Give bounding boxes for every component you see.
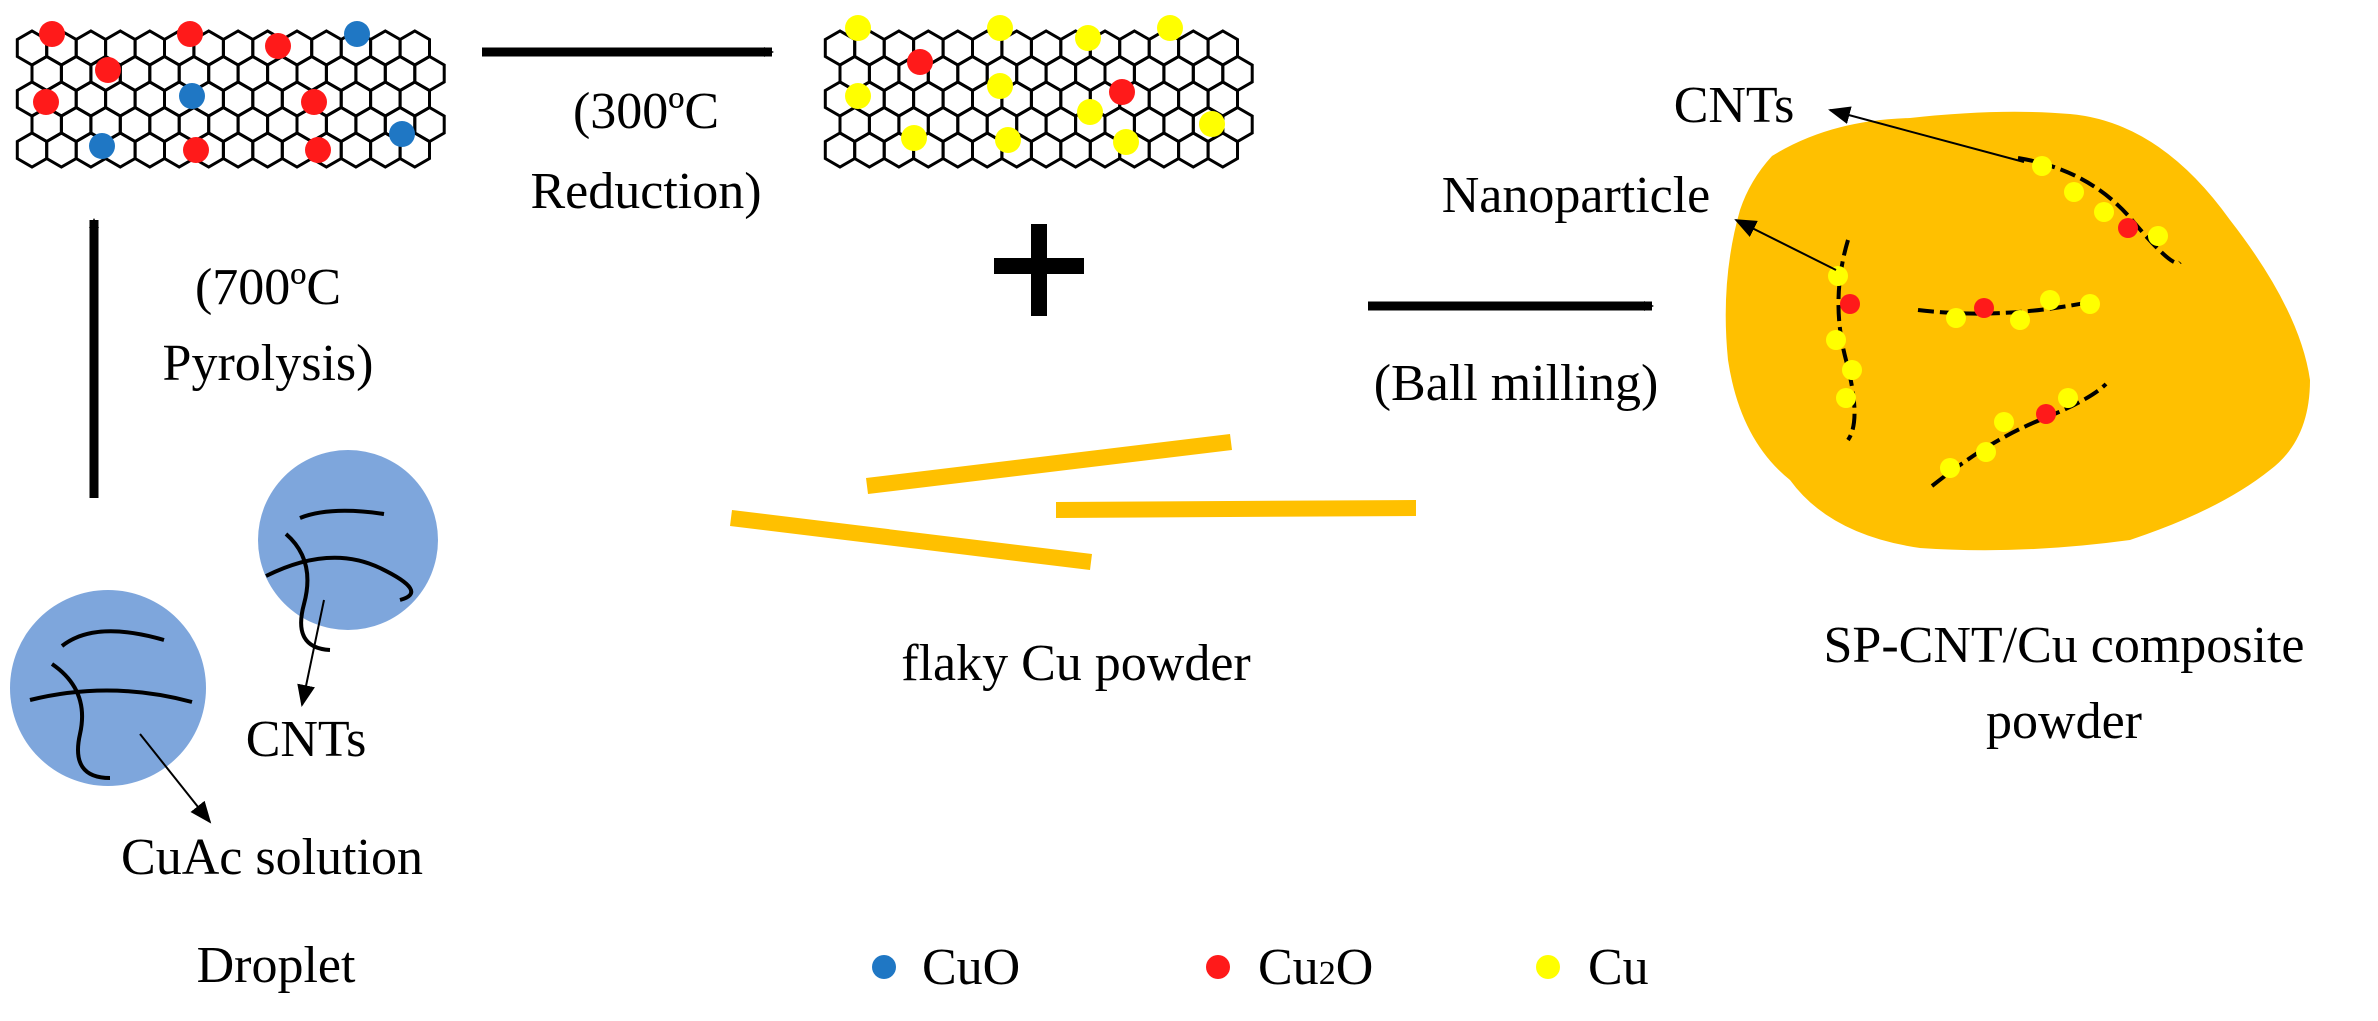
nanoparticle-label: Nanoparticle [1441,167,1711,224]
cu2o-particle [2036,404,2056,424]
particles-right-sheet [845,15,1225,155]
cuo-particle [389,121,415,147]
hexagon-cell [15,131,49,169]
legend-cu2o-label: Cu2O [1258,942,1373,994]
hexagon-cell [853,131,886,169]
composite-title-line2: powder [1986,693,2142,750]
cu-particle [1075,25,1101,51]
cu-particle [995,127,1021,153]
legend-cu2o-suffix: O [1335,939,1374,996]
hexagon-cell [45,131,78,169]
cu2o-particle [907,49,933,75]
cu-particle [2058,388,2078,408]
hexagon-cell [221,131,255,169]
cu2o-particle [265,33,291,59]
pointer-composite-cnts [1828,106,2025,163]
graphene-sheet-right [823,29,1254,169]
droplet-small [258,450,438,652]
cu-particle [845,15,871,41]
cu-particle [987,73,1013,99]
composite-title-line1: SP-CNT/Cu composite [1823,617,2305,674]
cu2o-particle [183,137,209,163]
droplet-large [10,590,206,786]
cu-particle [2010,310,2030,330]
cu2o-particle [1109,79,1135,105]
hexagon-cell [1029,131,1063,169]
flaky-cu-powder [730,434,1416,570]
particles-left-sheet [33,21,415,163]
cu2o-particle [33,89,59,115]
cu-particle [1994,412,2014,432]
cu-particle [2040,290,2060,310]
ball-milling-label: (Ball milling) [1373,355,1659,412]
cu2o-particle [2118,218,2138,238]
hexagon-cell [1206,131,1239,169]
cu-particle [2064,182,2084,202]
cu2o-particle [95,57,121,83]
cu-particle [1940,458,1960,478]
composite-particles [1826,156,2168,478]
cu2o-particle [301,89,327,115]
cu-particle [1842,360,1862,380]
legend-cu2o-dot [1206,955,1230,979]
hexagon-cell [1147,131,1181,169]
legend-cu2o-subscript: 2 [1318,955,1336,992]
flaky-cu-label: flaky Cu powder [901,635,1251,692]
legend-cu2o-base: Cu [1258,939,1319,996]
cu-particle [1826,330,1846,350]
pyrolysis-label-line1: (700ºC [194,259,342,316]
cu-particle [2094,202,2114,222]
cu-particle [901,125,927,151]
droplet-title: Droplet [196,937,356,994]
droplet-solution-label: CuAc solution [121,829,423,886]
cuo-particle [89,133,115,159]
cu-particle [2080,294,2100,314]
cuo-particle [179,83,205,109]
cuo-particle [344,21,370,47]
cu-particle [845,83,871,109]
hexagon-cell [823,131,857,169]
cu-particle [2148,226,2168,246]
cu2o-particle [305,137,331,163]
plus-sign [994,224,1084,316]
droplet-cnts-label: CNTs [245,711,367,768]
cu-particle [1077,99,1103,125]
legend-cuo-label: CuO [922,939,1021,996]
reduction-label-line1: (300ºC [572,83,720,140]
graphene-sheet-left [15,29,446,169]
cu-particle [1836,388,1856,408]
pointer-nanoparticle [1734,219,1837,271]
cu2o-particle [39,21,65,47]
legend-cuo-dot [872,955,896,979]
hexagon-cell [1177,131,1210,169]
legend-cu-label: Cu [1588,939,1649,996]
cu-particle [2032,156,2052,176]
cu-particle [1976,442,1996,462]
cu-particle [1946,308,1966,328]
hexagon-cell [133,131,166,169]
cu-particle [1199,111,1225,137]
hexagon-cell [339,131,373,169]
cu-particle [987,15,1013,41]
cu2o-particle [1974,298,1994,318]
hexagon-cell [941,131,974,169]
pointer-droplet-solution [139,733,212,824]
composite-cnts-label: CNTs [1673,77,1795,134]
hexagon-cell [1059,131,1092,169]
pyrolysis-label-line2: Pyrolysis) [162,335,374,392]
cu-particle [1828,266,1848,286]
reduction-label-line2: Reduction) [530,163,762,220]
cu-particle [1113,129,1139,155]
cu-particle [1157,15,1183,41]
pointer-droplet-cnts [297,599,325,707]
hexagon-cell [251,131,284,169]
cu2o-particle [1840,294,1860,314]
legend-cu-dot [1536,955,1560,979]
composite-particle [1725,111,2310,551]
cu2o-particle [177,21,203,47]
